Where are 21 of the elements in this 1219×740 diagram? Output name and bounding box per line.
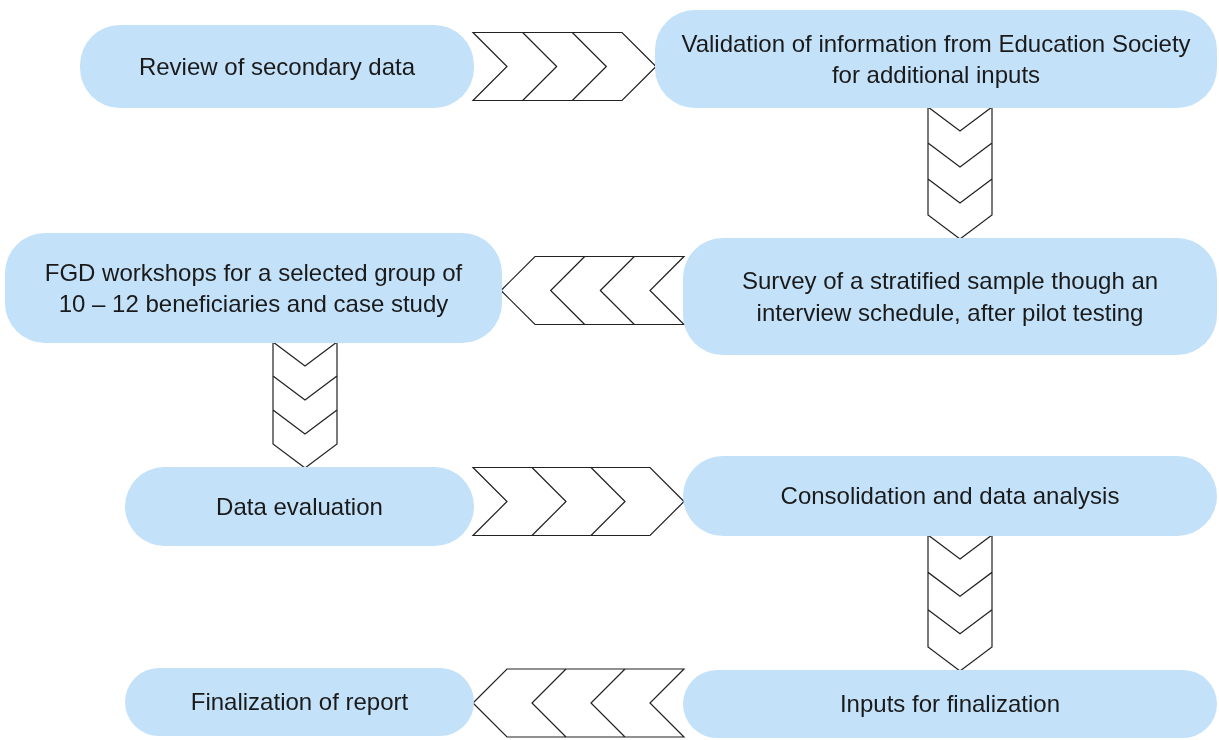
chevron-arrow [471, 31, 657, 102]
step-text: Consolidation and data analysis [780, 481, 1120, 512]
step-text: Inputs for finalization [839, 689, 1061, 720]
process-pill [125, 467, 474, 546]
process-pill [80, 25, 474, 108]
step-text: Finalization of report [190, 687, 409, 718]
process-pill [5, 233, 502, 343]
chevron-arrow [471, 466, 685, 537]
chevron-arrow [472, 668, 686, 738]
process-pill [683, 238, 1217, 355]
chevron-arrow [272, 340, 338, 469]
step-text: Data evaluation [216, 491, 383, 522]
process-pill [655, 10, 1217, 108]
step-text: Review of secondary data [138, 51, 416, 82]
chevron-arrow [927, 533, 993, 672]
chevron-arrow [927, 105, 993, 240]
step-text: Validation of information from Education Society for additional inputs [681, 28, 1191, 90]
step-text: Survey of a stratified sample though an interview schedule, after pilot testing [740, 266, 1160, 328]
step-text: FGD workshops for a selected group of 10 – 12 beneficiaries and case study [43, 257, 464, 319]
chevron-arrow [500, 255, 686, 326]
process-pill [683, 670, 1217, 738]
